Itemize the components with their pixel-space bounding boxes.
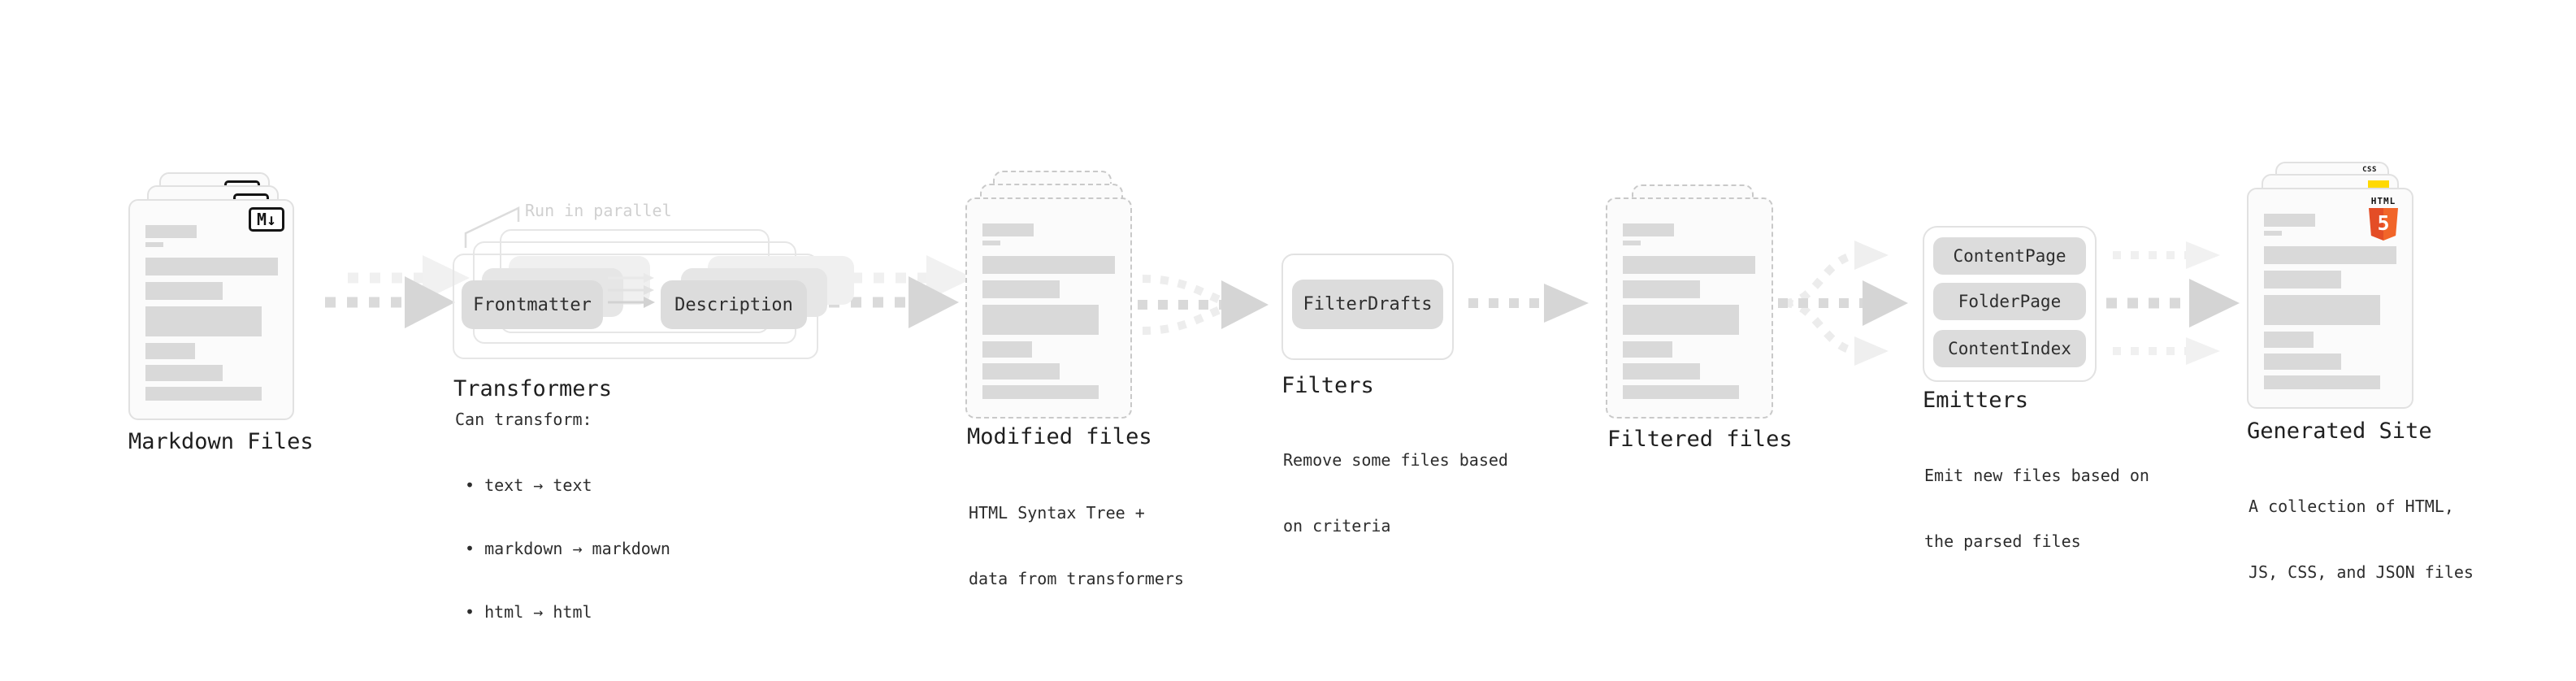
doc-text-bars (145, 201, 278, 401)
doc-text-bar (2264, 246, 2396, 264)
emitters-caption-line: Emit new files based on (1924, 466, 2149, 485)
run-in-parallel-annotation: Run in parallel (525, 201, 672, 220)
doc-text-bar (982, 341, 1032, 358)
emitters-caption: Emit new files based on the parsed files (1924, 421, 2149, 596)
doc-text-bar (145, 343, 195, 359)
doc-text-bar (2264, 214, 2315, 227)
doc-text-bar (1623, 341, 1672, 358)
doc-text-bar (2264, 375, 2380, 389)
arrow-transformers-to-modified (829, 255, 974, 328)
run-in-parallel-leader-line (464, 206, 520, 248)
transformers-bullet: • markdown → markdown (465, 539, 670, 558)
html5-icon: HTML 5 (2366, 197, 2400, 241)
doc-text-bar (2264, 354, 2341, 370)
css-icon-text: CSS (2362, 166, 2377, 174)
emitters-caption-line: the parsed files (1924, 531, 2081, 551)
doc-text-bar (145, 365, 223, 381)
modified-files-label: Modified files (967, 424, 1152, 449)
doc-text-bar (2264, 271, 2341, 288)
arrow-filters-to-filtered (1468, 284, 1589, 323)
transformers-bullet-list: • text → text • markdown → markdown • ht… (465, 432, 670, 665)
modified-files-caption-line: data from transformers (969, 569, 1184, 588)
html5-icon-shield: 5 (2369, 208, 2398, 241)
emitter-pill-contentpage: ContentPage (1933, 237, 2086, 275)
doc-text-bar (1623, 385, 1739, 399)
emitter-pill-contentindex: ContentIndex (1933, 330, 2086, 367)
doc-text-bar (1623, 223, 1674, 236)
markdown-files-label: Markdown Files (128, 429, 314, 454)
arrow-emitters-to-generated (2106, 241, 2240, 365)
doc-text-bar (1623, 241, 1641, 245)
doc-text-bar (1623, 256, 1755, 274)
doc-text-bar (1623, 305, 1739, 335)
doc-text-bar (2264, 332, 2314, 348)
filters-caption: Remove some files based on criteria (1283, 406, 1508, 581)
doc-text-bar (982, 223, 1034, 236)
doc-text-bar (982, 241, 1000, 245)
modified-file-card-front (965, 197, 1132, 419)
transformer-pill-frontmatter: Frontmatter (462, 280, 603, 329)
markdown-file-card-front: M↓ (128, 199, 294, 420)
doc-text-bar (2264, 231, 2282, 236)
generated-site-caption-line: JS, CSS, and JSON files (2249, 562, 2474, 582)
doc-text-bars (1623, 199, 1755, 399)
arrow-modified-to-filters (1138, 275, 1268, 335)
arrow-filtered-to-emitters (1778, 241, 1908, 366)
doc-text-bar (982, 363, 1060, 380)
emitter-pill-folderpage: FolderPage (1933, 283, 2086, 320)
generated-site-label: Generated Site (2247, 419, 2432, 444)
filters-caption-line: Remove some files based (1283, 450, 1508, 470)
generated-file-card-html: HTML 5 (2247, 188, 2413, 409)
emitters-label: Emitters (1923, 388, 2029, 413)
doc-text-bar (982, 305, 1099, 335)
doc-text-bar (982, 385, 1099, 399)
generated-site-caption-line: A collection of HTML, (2249, 497, 2454, 516)
doc-text-bar (982, 280, 1060, 298)
doc-text-bar (982, 256, 1115, 274)
doc-text-bar (145, 282, 223, 300)
generated-site-caption: A collection of HTML, JS, CSS, and JSON … (2249, 452, 2474, 627)
transformers-label: Transformers (453, 376, 613, 401)
doc-text-bar (145, 258, 278, 275)
doc-text-bar (145, 225, 197, 238)
doc-text-bar (2264, 295, 2380, 325)
transformer-parallel-arrows-icon (608, 273, 655, 308)
modified-files-caption: HTML Syntax Tree + data from transformer… (969, 458, 1184, 634)
transformers-bullet: • html → html (465, 602, 592, 622)
filters-caption-line: on criteria (1283, 516, 1391, 536)
filtered-file-card-front (1606, 197, 1773, 419)
doc-text-bars (2264, 189, 2396, 389)
doc-text-bar (145, 306, 262, 336)
markdown-icon: M↓ (249, 207, 284, 232)
transformers-caption: Can transform: (455, 410, 592, 429)
doc-text-bar (1623, 280, 1700, 298)
filters-label: Filters (1281, 373, 1374, 398)
filtered-files-label: Filtered files (1607, 427, 1793, 452)
arrow-markdown-to-transformers (325, 255, 470, 328)
doc-text-bar (1623, 363, 1700, 380)
doc-text-bars (982, 199, 1115, 399)
html5-icon-text: HTML (2370, 196, 2396, 206)
modified-files-caption-line: HTML Syntax Tree + (969, 503, 1145, 523)
transformer-pill-description: Description (661, 280, 807, 329)
filter-pill-filterdrafts: FilterDrafts (1292, 280, 1443, 329)
transformers-bullet: • text → text (465, 475, 592, 495)
doc-text-bar (145, 242, 163, 247)
doc-text-bar (145, 387, 262, 401)
